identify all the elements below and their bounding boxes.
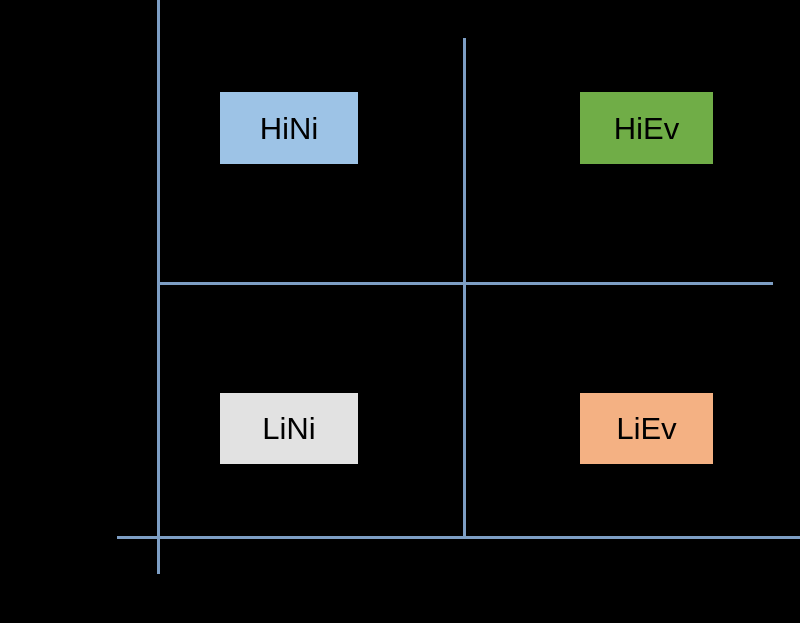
- quadrant-box-hini[interactable]: HiNi: [220, 92, 358, 164]
- quadrant-box-hiev[interactable]: HiEv: [580, 92, 713, 164]
- vertical-axis-line: [157, 0, 160, 574]
- quadrant-label-hini: HiNi: [259, 110, 319, 146]
- horizontal-axis-line: [117, 536, 800, 539]
- quadrant-box-liev[interactable]: LiEv: [580, 393, 713, 464]
- horizontal-divider-line: [157, 282, 773, 285]
- vertical-divider-line: [463, 38, 466, 538]
- quadrant-label-lini: LiNi: [262, 411, 316, 446]
- quadrant-label-hiev: HiEv: [613, 110, 680, 146]
- quadrant-box-lini[interactable]: LiNi: [220, 393, 358, 464]
- quadrant-label-liev: LiEv: [616, 411, 677, 446]
